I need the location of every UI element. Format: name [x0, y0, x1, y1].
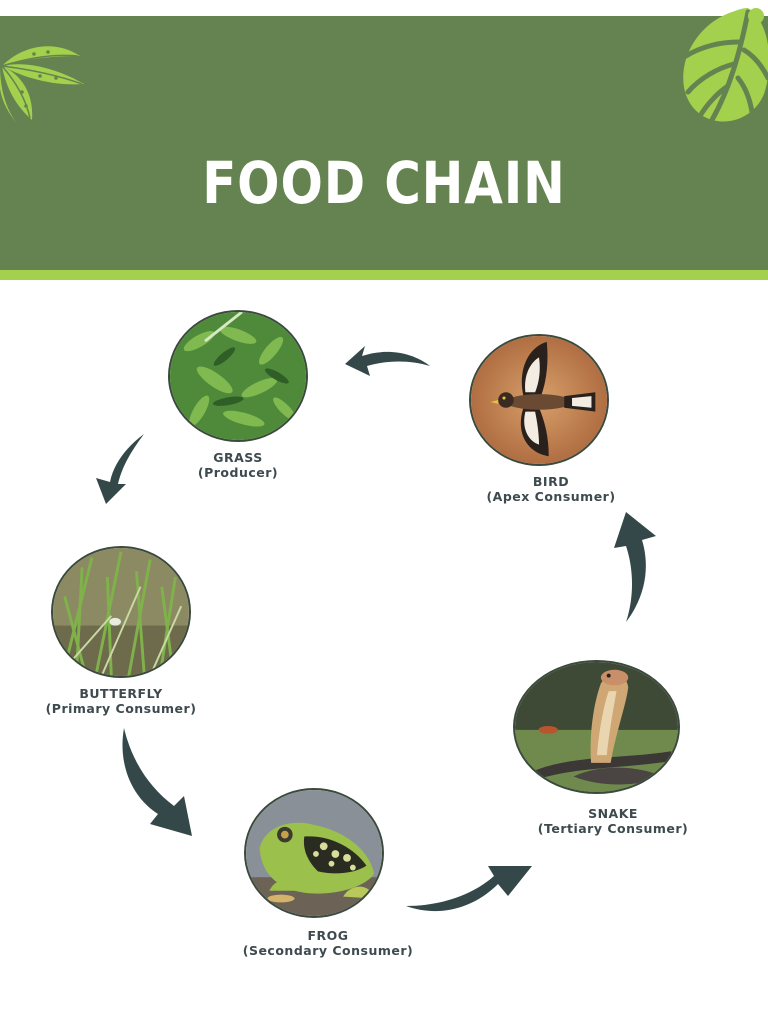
monstera-leaf-icon: [683, 8, 768, 123]
butterfly-label: BUTTERFLY (Primary Consumer): [21, 686, 221, 716]
frog-label: FROG (Secondary Consumer): [228, 928, 428, 958]
header-stripe: [0, 270, 768, 280]
grass-name: GRASS: [213, 450, 263, 465]
snake-label: SNAKE (Tertiary Consumer): [513, 806, 713, 836]
grass-field-photo: [51, 546, 191, 678]
grass-label: GRASS (Producer): [138, 450, 338, 480]
frog-role: (Secondary Consumer): [242, 943, 414, 958]
leaf-left-icon: [0, 46, 84, 122]
bird-name: BIRD: [532, 474, 570, 489]
frog-name: FROG: [307, 928, 349, 943]
arrow-grass-to-butterfly: [96, 434, 144, 504]
arrow-butterfly-to-frog: [122, 728, 192, 836]
frog-photo: [244, 788, 384, 918]
arrow-snake-to-bird: [614, 512, 656, 622]
snake-role: (Tertiary Consumer): [537, 821, 689, 836]
snake-name: SNAKE: [588, 806, 638, 821]
grass-photo: [168, 310, 308, 442]
butterfly-name: BUTTERFLY: [79, 686, 163, 701]
header-banner: [0, 16, 768, 270]
bird-label: BIRD (Apex Consumer): [451, 474, 651, 504]
page-title: FOOD CHAIN: [202, 149, 566, 217]
bird-photo: [469, 334, 609, 466]
arrow-bird-to-grass: [345, 346, 430, 376]
arrow-frog-to-snake: [406, 866, 532, 912]
butterfly-role: (Primary Consumer): [45, 701, 197, 716]
cobra-photo: [513, 660, 680, 794]
grass-role: (Producer): [197, 465, 279, 480]
bird-role: (Apex Consumer): [486, 489, 616, 504]
